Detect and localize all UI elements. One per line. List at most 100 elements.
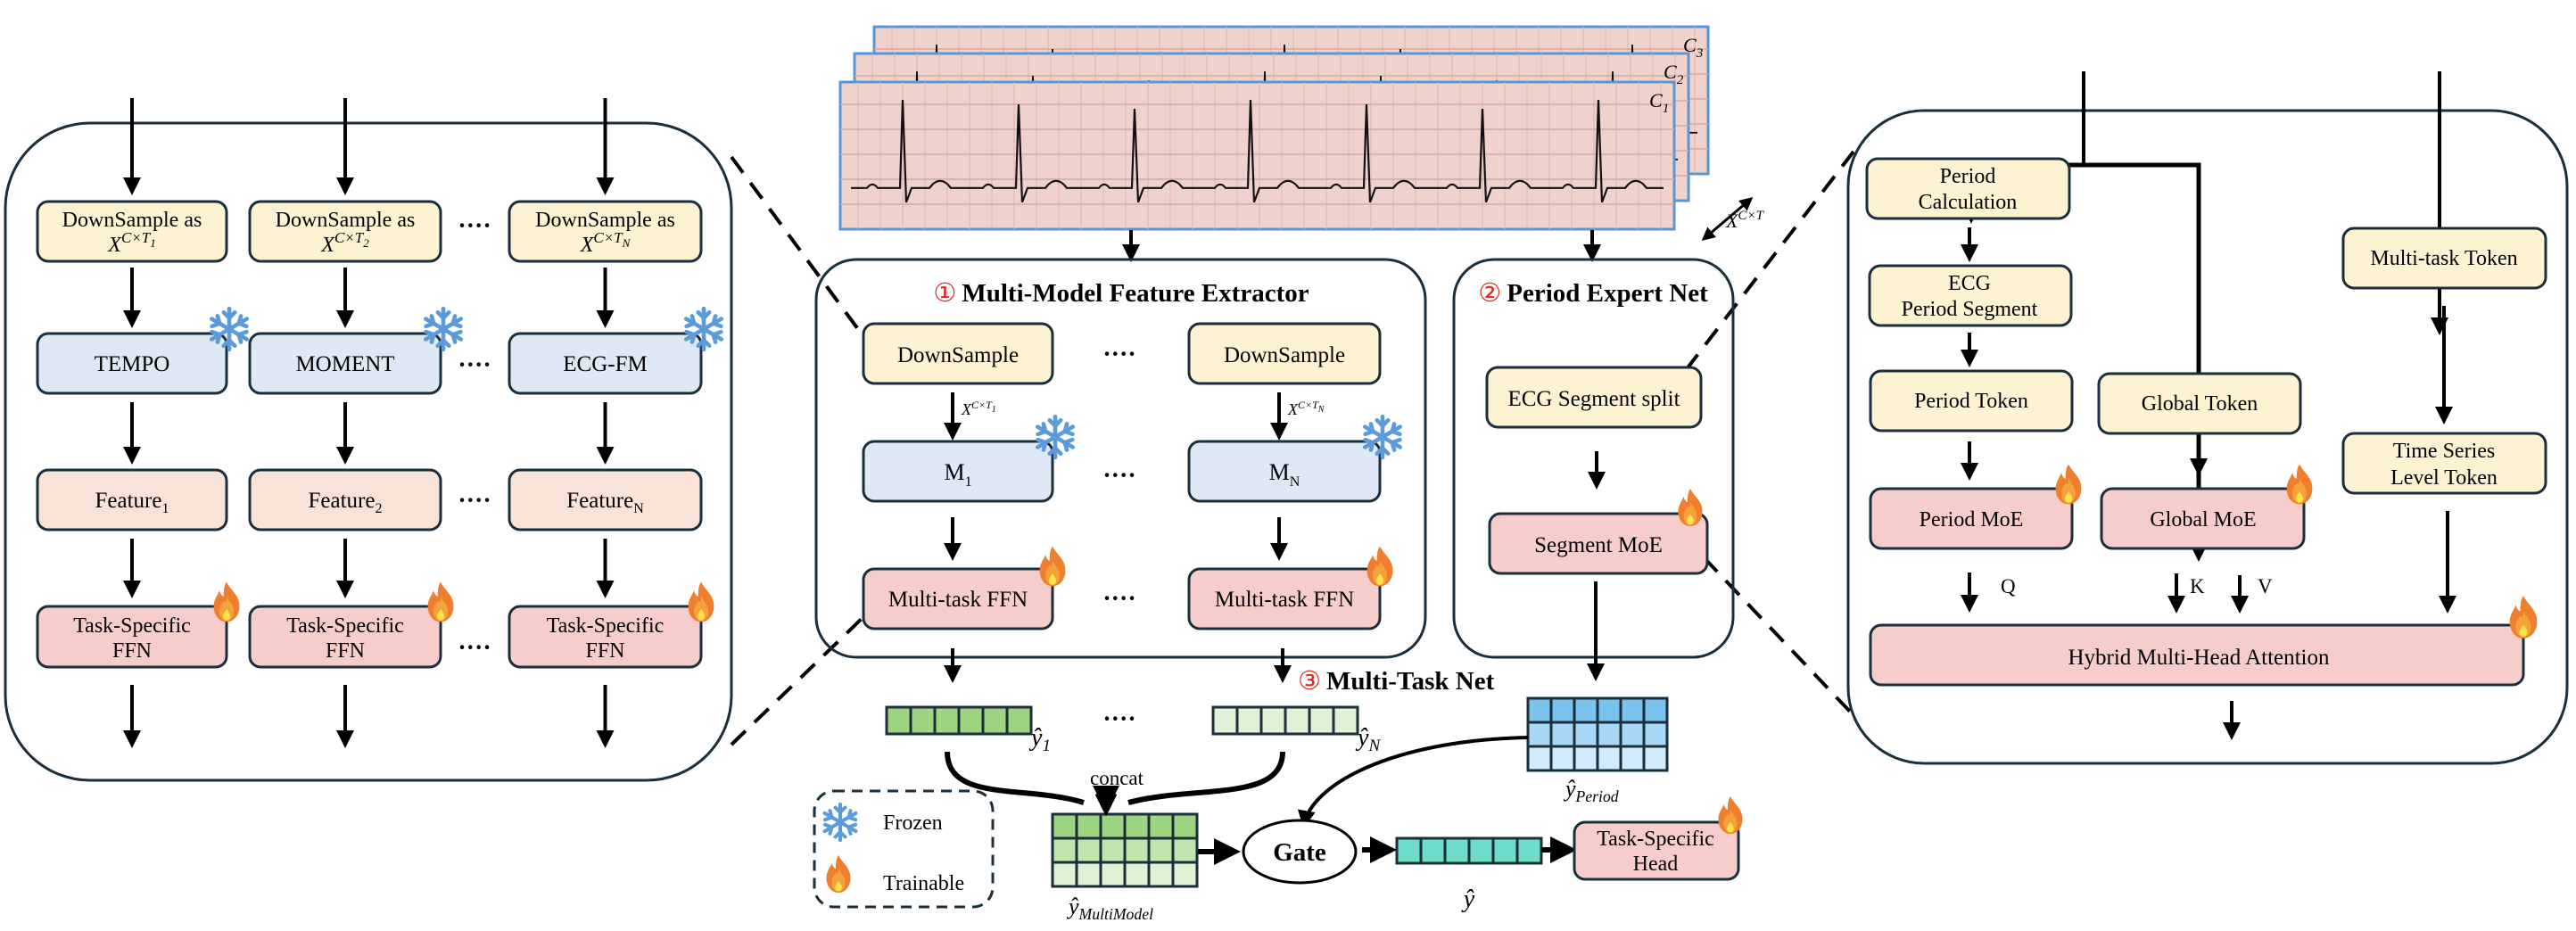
downsample-shape-label: XC×TN [580,229,632,257]
period-token-label: Period Token [1914,390,2028,413]
trainable-flame-icon [2055,464,2082,505]
global-moe-label: Global MoE [2150,508,2256,531]
feature-box[interactable] [36,468,228,531]
period-moe-box[interactable] [1869,487,2074,550]
grid-cell [933,705,961,736]
model-label: MN [1269,459,1300,490]
grid-cell [1075,861,1102,888]
foundation-model-box[interactable] [508,332,703,395]
dimension-label: XC×T [1725,209,1765,232]
grid-cell [1467,836,1495,865]
grid-cell [1171,861,1199,888]
trainable-flame-icon [213,581,240,622]
downsample-box[interactable] [36,200,228,263]
gate-label: Gate [1273,838,1326,867]
foundation-model-box[interactable] [36,332,228,395]
ecg-period-segment-label-1: ECG [1948,272,1991,295]
time-series-level-token-box[interactable] [2341,432,2547,495]
trainable-flame-icon [1039,546,1066,587]
grid-cell [1443,836,1471,865]
downsample-label: DownSample as [62,209,202,232]
downsample-box[interactable] [508,200,703,263]
multitask-ffn-box[interactable] [1187,567,1382,630]
grid-cell [1235,705,1263,736]
ecg-period-segment-box[interactable] [1868,264,2073,327]
query-label: Q [2001,575,2016,597]
grid-cell [1515,836,1543,865]
backbone-column: DownSample asXC×T2MOMENTFeature2Task-Spe… [248,98,461,748]
hybrid-attention-box[interactable] [1869,623,2525,687]
frozen-snowflake-icon [1037,416,1073,457]
grid-cell [1491,836,1519,865]
feature-box[interactable] [248,468,442,531]
legend: Frozen Trainable [813,789,995,909]
grid-cell [1075,836,1102,864]
downsample-box[interactable] [862,322,1054,385]
downsample-box[interactable] [1187,322,1382,385]
ecg-segment-split-label: ECG Segment split [1507,387,1680,411]
task-specific-ffn-box[interactable] [36,605,228,669]
legend-trainable-label: Trainable [883,872,964,895]
downsample-label: DownSample as [535,209,675,232]
grid-cell [1284,705,1311,736]
frozen-snowflake-icon [211,309,247,350]
grid-cell [1171,812,1199,840]
model-label: M1 [944,459,971,490]
grid-cell [1005,705,1033,736]
model-box[interactable] [862,440,1054,503]
y-period-label: ŷPeriod [1563,776,1619,805]
grid-cell [1549,696,1576,724]
task-specific-head-box[interactable] [1573,820,1740,881]
concat-arrows [945,751,1285,817]
ellipsis: ···· [1102,705,1135,733]
multitask-token-box[interactable] [2341,227,2547,290]
grid-cell [1075,812,1102,840]
period-token-box[interactable] [1869,369,2074,433]
grid-cell [1395,836,1423,865]
ffn-label-line2: FFN [585,639,624,663]
downsample-box[interactable] [248,200,442,263]
grid-cell [1596,696,1622,724]
foundation-model-label: MOMENT [295,352,394,376]
task-specific-ffn-box[interactable] [248,605,442,669]
grid-cell [1259,705,1287,736]
grid-cell [1526,696,1553,724]
period-calculation-box[interactable] [1865,157,2071,220]
period-calc-label-1: Period [1940,165,1996,188]
y1-label: ŷ1 [1028,724,1051,755]
head-label-line1: Task-Specific [1597,828,1714,851]
ecg-segment-split-box[interactable] [1485,366,1703,429]
y-hat-label: ŷ [1461,886,1475,913]
gate-node[interactable] [1242,819,1358,885]
period-to-gate-arrow [1297,736,1529,828]
multitask-ffn-box[interactable] [862,567,1054,630]
task-specific-ffn-box[interactable] [508,605,703,669]
left-zoom-panel: DownSample asXC×T1TEMPOFeature1Task-Spec… [4,98,733,782]
y-period-matrix [1526,696,1669,772]
global-token-label: Global Token [2142,392,2258,416]
ellipsis: ···· [458,212,491,240]
feature-box[interactable] [508,468,703,531]
global-moe-box[interactable] [2100,487,2306,550]
grid-cell [1619,696,1646,724]
ts-token-label-2: Level Token [2390,466,2498,490]
foundation-model-box[interactable] [248,332,442,395]
backbone-column: DownSample asXC×TNECG-FMFeatureNTask-Spe… [508,98,722,748]
model-box[interactable] [1187,440,1382,503]
grid-cell [1051,861,1078,888]
ecg-period-segment-label-2: Period Segment [1902,298,2038,321]
global-token-box[interactable] [2097,372,2302,435]
trainable-flame-icon [2286,464,2313,505]
feature-label: FeatureN [566,489,644,516]
zoom-connector-lines [730,150,1855,746]
frozen-snowflake-icon [1365,416,1400,457]
grid-cell [1123,861,1151,888]
grid-cell [1596,721,1622,748]
trainable-flame-icon [1678,489,1703,526]
trainable-flame-icon [1366,546,1393,587]
trainable-flame-icon [2509,596,2538,639]
grid-cell [1123,836,1151,864]
segment-moe-box[interactable] [1488,512,1709,575]
